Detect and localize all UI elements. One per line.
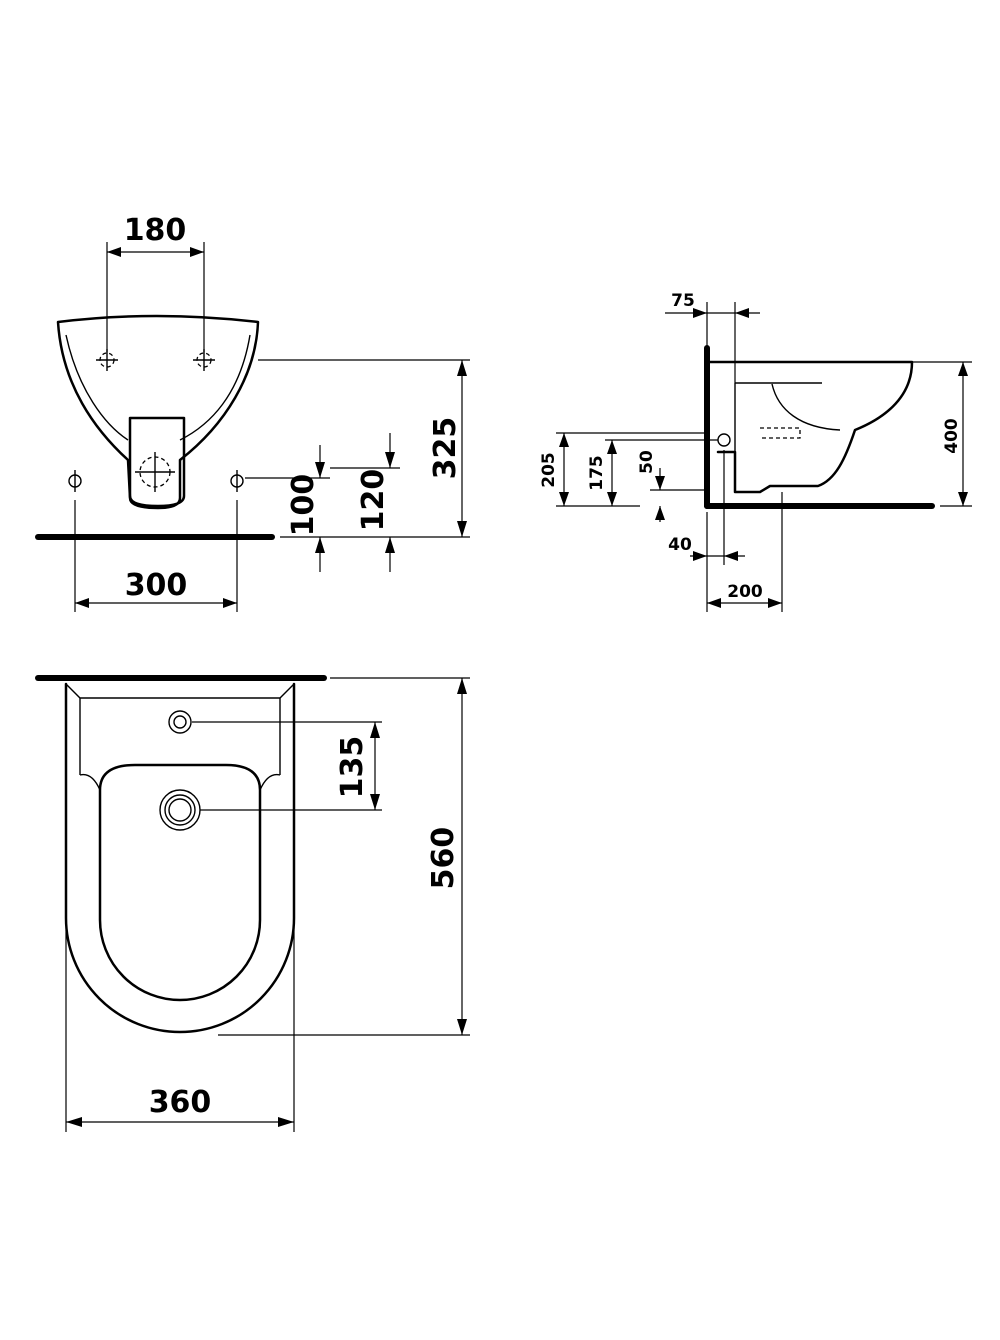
dim-inlet-a: 205: [539, 452, 559, 488]
dim-length: 560: [426, 827, 461, 890]
dim-outlet-distance: 200: [727, 582, 763, 602]
front-view: 180 325 100 120 300: [35, 213, 470, 612]
side-view: 75 400 205 175 50 40: [539, 291, 972, 612]
side-inlet-circle: [717, 433, 731, 447]
dim-bolt-height-a: 100: [286, 474, 321, 537]
side-drain-dashed: [760, 427, 801, 439]
top-rim-plate: [65, 683, 295, 699]
dim-bolt-spacing: 300: [125, 568, 188, 603]
front-pedestal: [128, 416, 186, 508]
dim-bolt-height-b: 120: [356, 469, 391, 532]
top-body-outline: [64, 682, 296, 1034]
top-inner-bowl: [98, 763, 262, 1002]
dim-offset: 40: [668, 535, 692, 555]
top-view: 135 560 360: [35, 675, 470, 1132]
top-tap-hole: [168, 710, 192, 734]
side-bowl-outline: [705, 360, 914, 494]
dim-wall-depth: 75: [671, 291, 695, 311]
dim-rim-height: 400: [942, 418, 962, 454]
dim-inlet-b: 175: [587, 455, 607, 491]
dim-tap-spacing: 180: [124, 213, 187, 248]
front-bowl-inner: [65, 334, 251, 441]
front-tap-hole-right: [193, 349, 215, 371]
side-bowl-inner: [771, 383, 841, 431]
dim-width: 360: [149, 1085, 212, 1120]
dim-inlet-c: 50: [637, 450, 657, 474]
front-bowl-outline: [56, 314, 260, 510]
dim-tap-to-drain: 135: [335, 736, 370, 799]
top-drain: [159, 789, 201, 831]
front-tap-hole-left: [96, 349, 118, 371]
dim-height: 325: [428, 417, 463, 480]
